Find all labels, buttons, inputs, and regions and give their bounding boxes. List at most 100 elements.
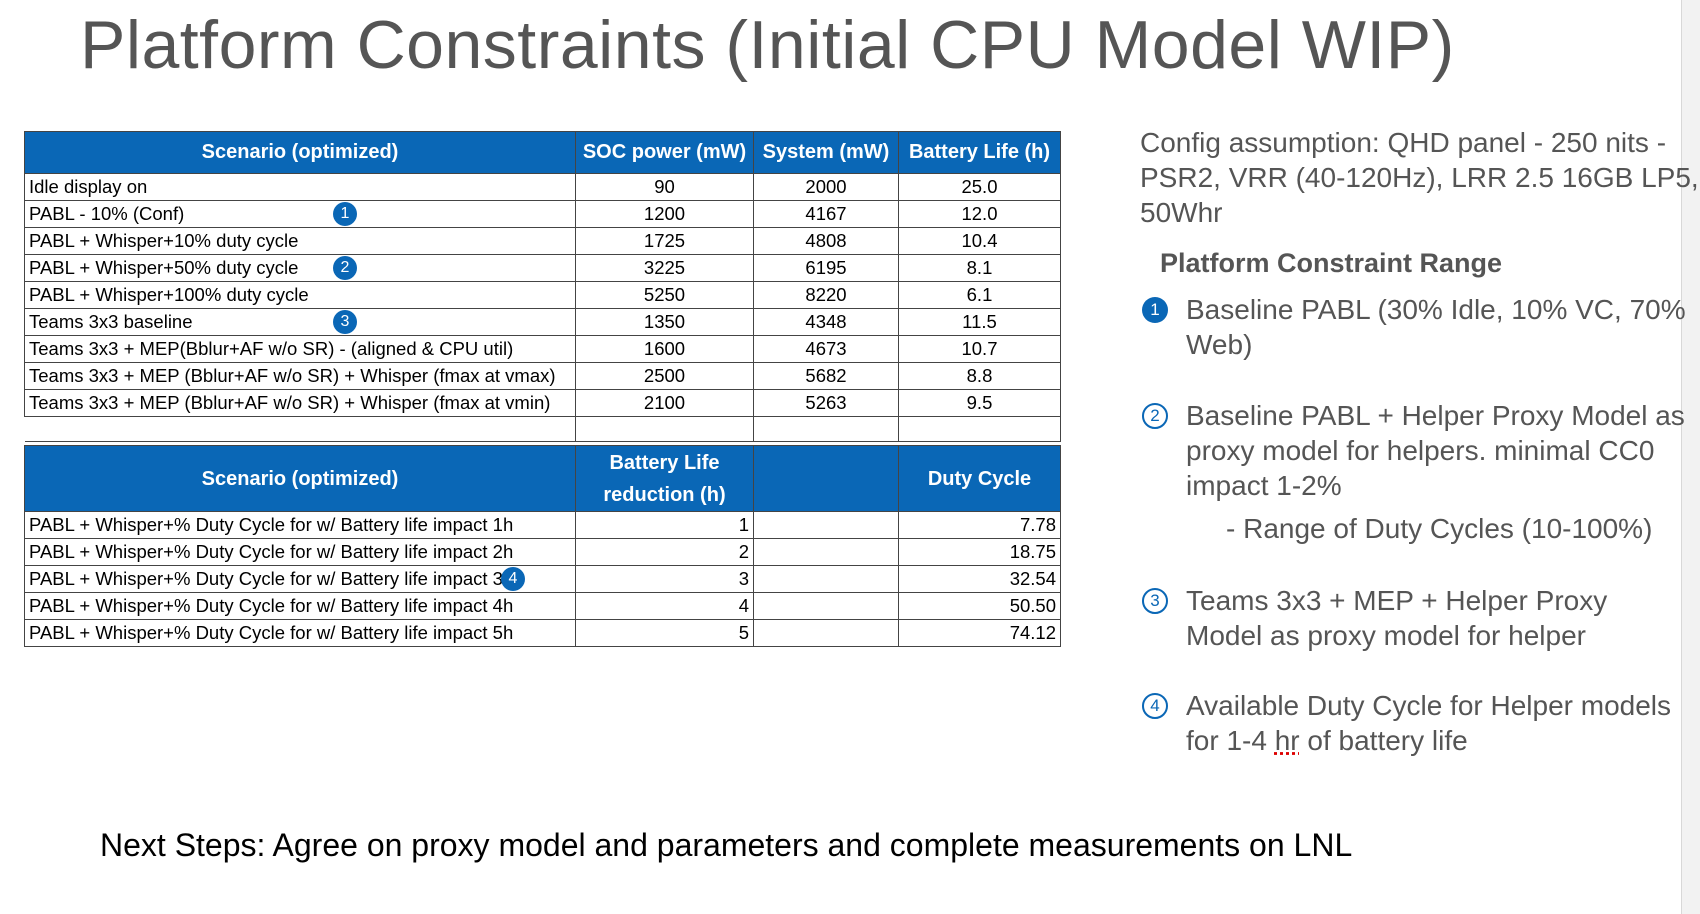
duty-cycle-cell: 74.12 <box>898 619 1061 647</box>
scenario-cell: Teams 3x3 + MEP (Bblur+AF w/o SR) + Whis… <box>24 362 576 390</box>
system-power-cell: 8220 <box>753 281 899 309</box>
range-heading: Platform Constraint Range <box>1160 248 1503 278</box>
number-badge-icon: 4 <box>501 567 525 591</box>
range-item-3: 3 Teams 3x3 + MEP + Helper Proxy Model a… <box>1142 583 1686 653</box>
table-row: PABL + Whisper+100% duty cycle 5250 8220 6.… <box>24 281 1061 309</box>
number-badge-icon: 3 <box>1142 588 1168 614</box>
blank-cell <box>753 592 899 620</box>
scenario-cell: Idle display on <box>24 173 576 201</box>
range-sub-item: - Range of Duty Cycles (10-100%) <box>1226 513 1653 544</box>
reduction-cell-text: 2 <box>738 541 749 562</box>
reduction-cell-text: 3 <box>738 568 749 589</box>
power-table: Scenario (optimized) SOC power (mW) Syst… <box>24 131 1061 442</box>
duty-cycle-cell: 18.75 <box>898 538 1061 566</box>
soc-power-cell: 3225 <box>575 254 754 282</box>
reduction-cell: 1 <box>575 511 754 539</box>
duty-cycle-cell: 7.78 <box>898 511 1061 539</box>
duty-cycle-cell-text: 7.78 <box>1019 514 1056 535</box>
battery-life-cell: 12.0 <box>898 200 1061 228</box>
blank-cell <box>753 538 899 566</box>
col-header-blank <box>753 445 899 512</box>
range-item-1: 1 Baseline PABL (30% Idle, 10% VC, 70% W… <box>1142 292 1686 362</box>
scenario-cell-text: Teams 3x3 baseline <box>29 311 193 332</box>
scenario-cell-text: Teams 3x3 + MEP (Bblur+AF w/o SR) + Whis… <box>29 365 556 386</box>
soc-power-cell-text: 1200 <box>643 203 686 224</box>
number-badge-icon: 3 <box>333 310 357 334</box>
duty-cycle-cell-text: 74.12 <box>1009 622 1056 643</box>
system-power-cell: 6195 <box>753 254 899 282</box>
table-row: PABL + Whisper+% Duty Cycle for w/ Batte… <box>24 538 1061 566</box>
soc-power-cell: 2100 <box>575 389 754 417</box>
scenario-cell-text: PABL + Whisper+% Duty Cycle for w/ Batte… <box>29 568 514 589</box>
col-header-duty-cycle: Duty Cycle <box>898 445 1061 512</box>
soc-power-cell-text: 2500 <box>643 365 686 386</box>
col-header-scenario: Scenario (optimized) <box>24 445 576 512</box>
battery-life-cell-text: 6.1 <box>966 284 993 305</box>
soc-power-cell-text: 1600 <box>643 338 686 359</box>
system-power-cell-text: 5263 <box>805 392 847 413</box>
battery-life-cell: 8.1 <box>898 254 1061 282</box>
scenario-cell-text: PABL + Whisper+50% duty cycle <box>29 257 299 278</box>
soc-power-cell-text: 2100 <box>643 392 686 413</box>
duty-cycle-cell-text: 50.50 <box>1009 595 1056 616</box>
soc-power-cell: 1725 <box>575 227 754 255</box>
scenario-cell: PABL + Whisper+% Duty Cycle for w/ Batte… <box>24 592 576 620</box>
table-row: Teams 3x3 + MEP (Bblur+AF w/o SR) + Whis… <box>24 389 1061 417</box>
range-item-text-a: Available Duty Cycle for Helper models f… <box>1186 690 1672 756</box>
range-item-2: 2 Baseline PABL + Helper Proxy Model as … <box>1142 398 1686 503</box>
config-assumption: Config assumption: QHD panel - 250 nits … <box>1140 127 1699 228</box>
col-header-battery-reduction: Battery Life reduction (h) <box>575 445 754 512</box>
system-power-cell-text: 4348 <box>805 311 847 332</box>
number-badge-icon: 1 <box>1142 297 1168 323</box>
battery-life-cell-text: 10.7 <box>961 338 998 359</box>
scenario-cell: PABL + Whisper+% Duty Cycle for w/ Batte… <box>24 538 576 566</box>
system-power-cell-text: 5682 <box>805 365 847 386</box>
scenario-cell-text: Idle display on <box>29 176 148 197</box>
system-power-cell: 5682 <box>753 362 899 390</box>
battery-life-cell-text: 10.4 <box>961 230 998 251</box>
range-item-text: Baseline PABL + Helper Proxy Model as pr… <box>1186 400 1685 501</box>
battery-life-cell-text: 12.0 <box>961 203 998 224</box>
battery-life-cell: 8.8 <box>898 362 1061 390</box>
soc-power-cell: 5250 <box>575 281 754 309</box>
duty-cycle-table: Scenario (optimized) Battery Life reduct… <box>24 445 1061 647</box>
duty-cycle-cell-text: 18.75 <box>1009 541 1056 562</box>
number-badge-icon: 2 <box>333 256 357 280</box>
table-row: Teams 3x3 + MEP (Bblur+AF w/o SR) + Whis… <box>24 362 1061 390</box>
system-power-cell: 4348 <box>753 308 899 336</box>
battery-life-cell: 10.4 <box>898 227 1061 255</box>
reduction-cell-text: 5 <box>738 622 749 643</box>
window-edge <box>1681 0 1700 914</box>
col-header-battery-life: Battery Life (h) <box>898 131 1061 174</box>
soc-power-cell: 1350 <box>575 308 754 336</box>
scenario-cell: PABL + Whisper+% Duty Cycle for w/ Batte… <box>24 511 576 539</box>
scenario-cell-text: PABL + Whisper+% Duty Cycle for w/ Batte… <box>29 595 514 616</box>
duty-cycle-cell: 50.50 <box>898 592 1061 620</box>
range-item-4: 4 Available Duty Cycle for Helper models… <box>1142 688 1686 758</box>
scenario-cell: PABL + Whisper+100% duty cycle <box>24 281 576 309</box>
col-header-soc-power: SOC power (mW) <box>575 131 754 174</box>
page-title: Platform Constraints (Initial CPU Model … <box>80 7 1455 83</box>
scenario-cell: PABL + Whisper+10% duty cycle <box>24 227 576 255</box>
system-power-cell: 5263 <box>753 389 899 417</box>
system-power-cell-text: 4167 <box>805 203 847 224</box>
scenario-cell-text: PABL + Whisper+100% duty cycle <box>29 284 309 305</box>
battery-life-cell: 11.5 <box>898 308 1061 336</box>
range-item-text: Teams 3x3 + MEP + Helper Proxy Model as … <box>1186 585 1608 651</box>
reduction-cell-text: 1 <box>738 514 749 535</box>
scenario-cell: PABL - 10% (Conf)1 <box>24 200 576 228</box>
spacer-row <box>24 416 1061 442</box>
duty-cycle-cell: 32.54 <box>898 565 1061 593</box>
table-row: PABL + Whisper+% Duty Cycle for w/ Batte… <box>24 592 1061 620</box>
system-power-cell-text: 8220 <box>805 284 847 305</box>
range-item-text: Baseline PABL (30% Idle, 10% VC, 70% Web… <box>1186 294 1686 360</box>
number-badge-icon: 1 <box>333 202 357 226</box>
soc-power-cell: 1600 <box>575 335 754 363</box>
scenario-cell: PABL + Whisper+% Duty Cycle for w/ Batte… <box>24 565 576 593</box>
scenario-cell: PABL + Whisper+% Duty Cycle for w/ Batte… <box>24 619 576 647</box>
scenario-cell: Teams 3x3 baseline 3 <box>24 308 576 336</box>
range-item-text-underlined: hr <box>1274 725 1300 756</box>
system-power-cell-text: 4808 <box>805 230 847 251</box>
